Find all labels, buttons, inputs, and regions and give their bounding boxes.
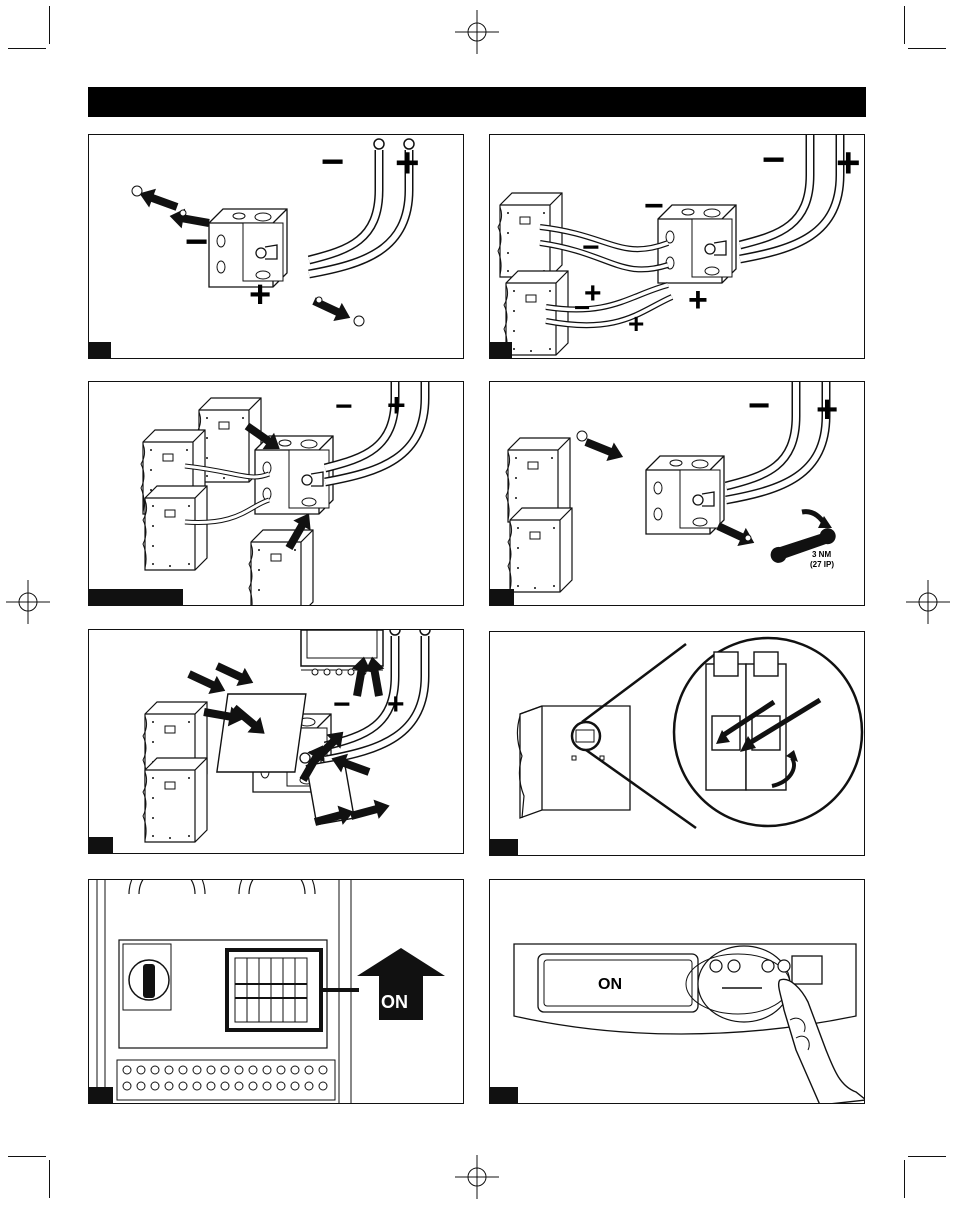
enter-button [728,960,740,972]
step-tab [490,839,518,855]
crop-mark-icon [908,1156,946,1157]
plus-symbol: + [249,274,271,316]
minus-symbol: − [644,187,664,225]
minus-symbol: − [748,385,770,427]
plus-symbol: + [395,139,420,186]
registration-mark-icon [455,10,499,54]
diagram-panel-2: − + − − + − + + [489,134,865,359]
on-switch-label: ON [381,992,408,1012]
step-tab [89,837,113,853]
diagram-panel-8: ON [489,879,865,1104]
minus-symbol: − [335,390,353,423]
registration-mark-icon [455,1155,499,1199]
diagram-panel-6 [489,631,865,856]
registration-mark-icon [906,580,950,624]
crop-mark-icon [908,48,946,49]
crop-mark-icon [8,1156,46,1157]
display-text: ON [598,976,622,993]
crop-mark-icon [904,1160,905,1198]
torque-imperial: (27 IP) [810,560,834,569]
plus-symbol: + [688,281,708,319]
torque-value: 3 NM [812,550,831,559]
step-tab [490,342,512,358]
crop-mark-icon [904,6,905,44]
crop-mark-icon [49,6,50,44]
minus-symbol: − [321,140,344,184]
minus-symbol: − [582,231,600,264]
crop-mark-icon [49,1160,50,1198]
plus-symbol: + [628,308,644,339]
plus-symbol: + [387,387,406,423]
minus-symbol: − [762,138,785,182]
step-tab [490,1087,518,1103]
select-button [710,960,722,972]
crop-mark-icon [8,48,46,49]
step-tab [89,1087,113,1103]
diagram-panel-5: − + [88,629,464,854]
plus-symbol: + [387,688,405,721]
plus-symbol: + [836,139,861,186]
minus-symbol: − [185,220,208,264]
off-button [762,960,774,972]
diagram-panel-1: − + − + [88,134,464,359]
step-tab [89,589,183,605]
diagram-panel-7: ON [88,879,464,1104]
minus-symbol: − [574,292,590,323]
registration-mark-icon [6,580,50,624]
minus-symbol: − [333,688,351,721]
diagram-panel-3: − + [88,381,464,606]
step-tab [490,589,514,605]
plus-symbol: + [816,389,838,431]
page-title-bar [88,87,866,117]
step-tab [89,342,111,358]
on-button [778,960,790,972]
diagram-panel-4: 3 NM (27 IP) − + [489,381,865,606]
